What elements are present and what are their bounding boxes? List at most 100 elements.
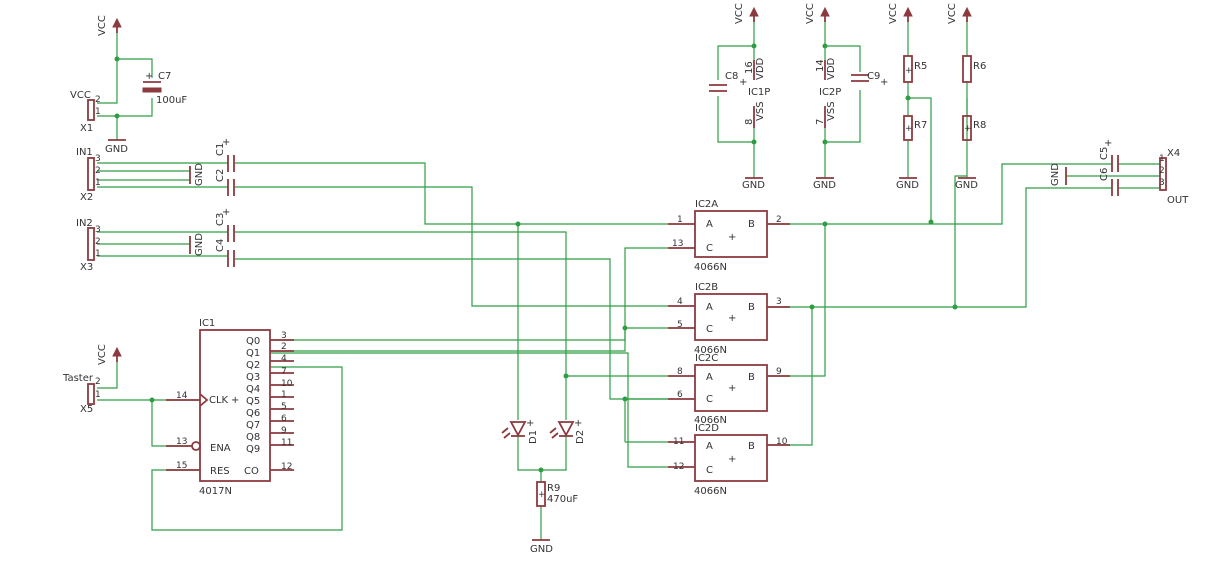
power-pins-ic2p: 14 VDD IC2P VSS 7 xyxy=(815,57,841,128)
ic1-name: IC1 xyxy=(199,318,215,329)
svg-text:R5: R5 xyxy=(914,61,927,72)
svg-text:3: 3 xyxy=(1159,178,1165,188)
wires xyxy=(97,20,1160,540)
vcc-symbol: VCC xyxy=(97,15,122,36)
svg-text:4: 4 xyxy=(677,297,683,307)
svg-text:+: + xyxy=(526,418,534,429)
svg-text:C1: C1 xyxy=(215,143,226,156)
x3-name: X3 xyxy=(80,262,93,273)
svg-text:VSS: VSS xyxy=(755,101,766,121)
svg-text:VDD: VDD xyxy=(826,57,837,80)
svg-text:Q4: Q4 xyxy=(246,384,260,395)
svg-text:C7: C7 xyxy=(158,71,171,82)
svg-text:B: B xyxy=(748,441,755,452)
svg-text:9: 9 xyxy=(281,426,287,436)
svg-text:CO: CO xyxy=(244,466,259,477)
gnd-symbol: GND xyxy=(1050,163,1067,186)
svg-text:C4: C4 xyxy=(215,239,226,252)
svg-text:C3: C3 xyxy=(215,213,226,226)
svg-text:+: + xyxy=(880,77,888,88)
svg-text:2: 2 xyxy=(95,237,101,247)
svg-text:2: 2 xyxy=(1159,166,1165,176)
connector-x1: 2 1 VCC X1 xyxy=(70,90,101,134)
svg-text:+: + xyxy=(728,313,736,324)
svg-text:C2: C2 xyxy=(215,169,226,182)
svg-text:14: 14 xyxy=(815,59,826,72)
vcc-symbol: VCC xyxy=(97,344,122,365)
vcc-label: VCC xyxy=(888,3,899,24)
svg-text:D2: D2 xyxy=(575,430,586,444)
gnd-label: GND xyxy=(530,544,553,555)
svg-text:A: A xyxy=(706,219,713,230)
svg-text:6: 6 xyxy=(677,390,683,400)
svg-text:3: 3 xyxy=(95,225,101,235)
svg-text:3: 3 xyxy=(95,154,101,164)
resistor-r6: R6 xyxy=(962,55,986,83)
capacitor-c6: C6 xyxy=(1099,168,1119,196)
ic1-4017: IC1 4017N CLK + ENA RES CO Q0 Q1 Q2 Q3 Q… xyxy=(166,318,294,497)
resistor-r7: + R7 xyxy=(903,115,927,141)
x4-name: X4 xyxy=(1167,148,1180,159)
ic2a-4066: IC2A 4066N A C B + 1 13 2 xyxy=(668,199,790,273)
svg-text:RES: RES xyxy=(210,466,230,477)
vcc-symbol: VCC xyxy=(805,3,830,24)
svg-text:10: 10 xyxy=(776,437,788,447)
svg-text:A: A xyxy=(706,372,713,383)
svg-text:IC2A: IC2A xyxy=(695,199,718,210)
svg-text:Q6: Q6 xyxy=(246,408,260,419)
svg-text:VDD: VDD xyxy=(755,57,766,80)
led-d2: D2 + xyxy=(549,418,586,444)
resistor-r9: + R9 470uF xyxy=(536,481,578,507)
gnd-label: GND xyxy=(194,163,205,186)
vcc-symbol: VCC xyxy=(947,3,972,24)
ic2b-4066: IC2B 4066N A C B + 4 5 3 xyxy=(668,282,790,356)
in1-label: IN1 xyxy=(76,147,93,158)
capacitor-c3: C3 + xyxy=(215,207,235,242)
power-pins-ic1p: 16 VDD IC1P VSS 8 xyxy=(744,57,770,128)
svg-text:11: 11 xyxy=(673,437,684,447)
svg-text:R7: R7 xyxy=(914,120,927,131)
connector-x5: 2 1 Taster X5 xyxy=(62,373,101,415)
gnd-symbol: GND xyxy=(530,539,553,555)
svg-text:13: 13 xyxy=(672,239,683,249)
svg-text:D1: D1 xyxy=(528,430,539,444)
svg-text:1: 1 xyxy=(281,390,287,400)
svg-text:VSS: VSS xyxy=(826,101,837,121)
capacitor-c4: C4 xyxy=(215,239,235,267)
gnd-label: GND xyxy=(742,180,765,191)
svg-text:IC2C: IC2C xyxy=(695,353,718,364)
svg-text:Q8: Q8 xyxy=(246,432,260,443)
gnd-label: GND xyxy=(194,233,205,256)
svg-text:1: 1 xyxy=(95,107,101,117)
svg-text:12: 12 xyxy=(673,462,684,472)
svg-text:+: + xyxy=(574,418,582,429)
svg-text:4066N: 4066N xyxy=(694,262,727,273)
gnd-label: GND xyxy=(896,180,919,191)
svg-text:11: 11 xyxy=(281,438,292,448)
svg-text:+: + xyxy=(905,124,913,134)
svg-text:6: 6 xyxy=(281,414,287,424)
connector-x2: 3 2 1 IN1 X2 xyxy=(76,147,101,203)
ic2p-label: IC2P xyxy=(819,87,841,98)
svg-text:Q3: Q3 xyxy=(246,372,260,383)
svg-text:R9: R9 xyxy=(547,483,560,494)
svg-text:C5: C5 xyxy=(1099,147,1110,160)
ic1p-label: IC1P xyxy=(748,87,770,98)
taster-label: Taster xyxy=(62,373,94,384)
vcc-label: VCC xyxy=(734,3,745,24)
svg-text:7: 7 xyxy=(815,119,826,125)
svg-text:5: 5 xyxy=(677,320,683,330)
svg-text:Q2: Q2 xyxy=(246,360,260,371)
svg-text:9: 9 xyxy=(776,367,782,377)
svg-text:2: 2 xyxy=(281,342,287,352)
svg-text:8: 8 xyxy=(677,367,683,377)
svg-text:4066N: 4066N xyxy=(694,415,727,426)
svg-text:1: 1 xyxy=(1159,154,1165,164)
capacitor-c8: C8 + xyxy=(709,71,747,92)
svg-text:3: 3 xyxy=(281,331,287,341)
svg-text:14: 14 xyxy=(176,391,188,401)
x5-name: X5 xyxy=(80,404,93,415)
svg-text:13: 13 xyxy=(176,437,187,447)
svg-text:Q9: Q9 xyxy=(246,444,260,455)
svg-text:IC2B: IC2B xyxy=(695,282,718,293)
